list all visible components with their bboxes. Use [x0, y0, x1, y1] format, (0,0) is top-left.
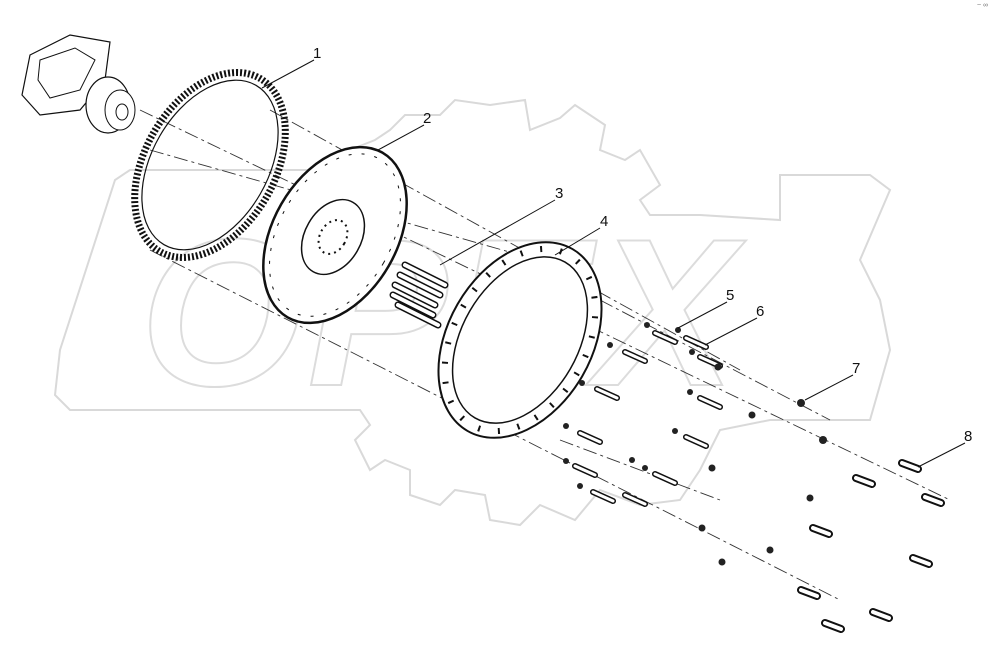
leader-line	[261, 59, 315, 89]
axis-line	[269, 109, 741, 371]
spacer	[797, 399, 805, 407]
crankshaft-end	[21, 34, 136, 134]
ring-gear-teeth	[131, 68, 289, 261]
callout-5: 5	[726, 287, 734, 304]
washer	[642, 465, 648, 471]
callout-1: 1	[313, 45, 321, 62]
flywheel-bolts	[389, 261, 449, 329]
washer	[672, 428, 678, 434]
flywheel-housing-bosses	[441, 245, 599, 435]
flywheel-bolt-highlight	[391, 263, 447, 327]
crankshaft-bore	[115, 103, 129, 121]
crankshaft-counterweight	[37, 47, 96, 99]
callout-2: 2	[423, 110, 431, 127]
leader-line	[804, 374, 854, 401]
leader-lines	[261, 59, 966, 468]
flywheel	[262, 145, 408, 325]
callouts: 1 2 3 4 5 6 7 8	[313, 45, 972, 445]
washer	[687, 389, 693, 395]
callout-4: 4	[600, 213, 608, 230]
flywheel-hub	[300, 198, 366, 276]
axis-line	[149, 149, 521, 256]
outer-bolts	[797, 459, 945, 633]
callout-7: 7	[852, 360, 860, 377]
leader-line	[554, 227, 601, 256]
leader-line	[917, 442, 966, 468]
washer	[748, 411, 756, 419]
washer	[675, 327, 681, 333]
washer	[766, 546, 774, 554]
leader-line	[677, 301, 728, 329]
axis-line	[599, 299, 831, 421]
washer	[563, 423, 569, 429]
ring-gear	[131, 68, 289, 261]
leader-line	[439, 199, 556, 266]
spacer	[819, 436, 827, 444]
ring-gear-inner-edge	[141, 79, 279, 251]
washer	[629, 457, 635, 463]
washer	[607, 342, 613, 348]
washer	[689, 349, 695, 355]
washer	[577, 483, 583, 489]
flywheel-housing	[437, 241, 603, 439]
flywheel-bolt-holes	[269, 153, 401, 317]
axis-line	[559, 439, 721, 501]
housing-bolt-highlight	[573, 331, 722, 506]
callout-8: 8	[964, 428, 972, 445]
washer	[718, 558, 726, 566]
washer	[579, 380, 585, 386]
housing-bolts	[572, 330, 723, 507]
washer	[698, 524, 706, 532]
leader-line	[704, 317, 758, 346]
washers	[563, 322, 814, 566]
outer-bolt-highlight	[799, 461, 943, 631]
washer	[714, 363, 722, 371]
watermark-gear-outline	[53, 98, 892, 527]
callout-6: 6	[756, 303, 764, 320]
washer	[806, 494, 814, 502]
flywheel-housing-inner	[451, 256, 589, 424]
washer	[708, 464, 716, 472]
leader-line	[377, 124, 425, 151]
corner-mark: ~ ∞	[976, 2, 988, 9]
callout-3: 3	[555, 185, 563, 202]
washer	[563, 458, 569, 464]
washer	[644, 322, 650, 328]
outer-bolt	[797, 459, 945, 633]
spacers	[797, 399, 827, 444]
flywheel-hub-holes	[317, 219, 349, 255]
